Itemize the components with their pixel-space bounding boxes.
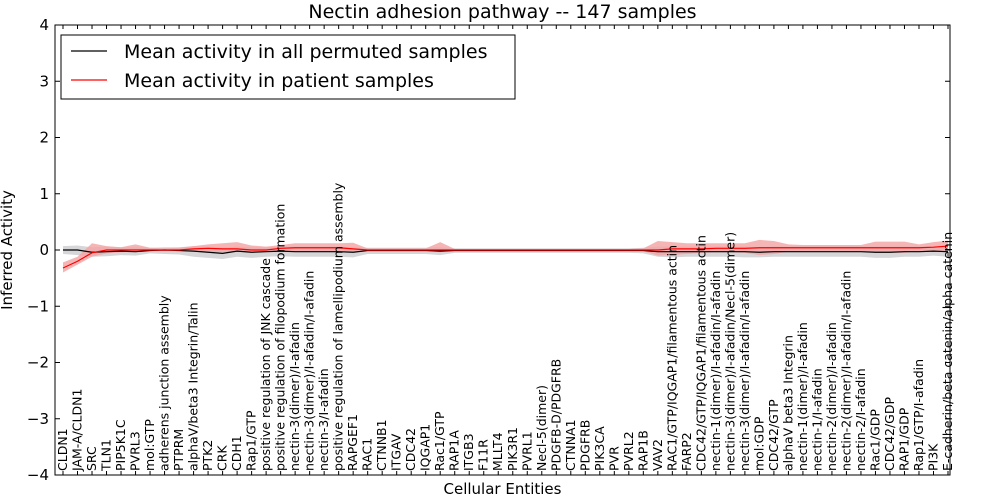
category-label: PTK2 [200, 440, 215, 471]
y-tick-label: 3 [39, 72, 49, 90]
category-label: nectin-3(dimer)/I-afadin/Necl-5(dimer) [722, 232, 737, 471]
y-tick-label: 1 [39, 185, 49, 203]
category-label: VAV2 [650, 439, 665, 471]
y-tick-label: 4 [39, 16, 49, 34]
x-axis-ticks [62, 25, 949, 475]
category-label: CTNNA1 [563, 419, 578, 471]
category-label: positive regulation of JNK cascade [258, 258, 273, 471]
legend-box [60, 34, 516, 100]
category-label: JAM-A/CLDN1 [70, 389, 85, 472]
y-tick-label: −2 [27, 354, 49, 372]
x-axis-label: Cellular Entities [444, 480, 562, 498]
category-label: Rac1/GTP [432, 411, 447, 471]
category-label: RAP1A [447, 430, 462, 471]
category-label: CDC42 [403, 428, 418, 471]
category-label: nectin-3(dimer)/I-afadin [287, 322, 302, 471]
y-axis-label: Inferred Activity [0, 190, 16, 310]
category-label: adherens junction assembly [157, 295, 172, 471]
category-label: nectin-1(dimer)/I-afadin [795, 322, 810, 471]
category-label: F11R [476, 439, 491, 471]
chart-title: Nectin adhesion pathway -- 147 samples [308, 1, 696, 23]
category-label: Rap1/GTP/I-afadin [911, 359, 926, 471]
category-label: RAP1/GDP [896, 407, 911, 471]
category-label: PDGFRB [577, 420, 592, 471]
category-label: RAC1 [360, 438, 375, 471]
category-label: MLLT4 [490, 432, 505, 471]
category-label: nectin-2(dimer)/I-afadin/I-afadin [838, 271, 853, 471]
category-label: nectin-2(dimer)/I-afadin [824, 322, 839, 471]
confidence-bands [63, 239, 948, 273]
category-label: RAC1/GTP/IQGAP1/filamentous actin [664, 245, 679, 471]
y-tick-label: −4 [27, 466, 49, 484]
category-label: alphaV beta3 Integrin [780, 335, 795, 471]
category-label: CRK [215, 445, 230, 471]
category-label: Rap1/GTP [244, 410, 259, 471]
category-label: PVR [606, 446, 621, 471]
category-label: alphaV/beta3 Integrin/Talin [186, 303, 201, 472]
category-label: positive regulation of lamellipodium ass… [331, 182, 346, 471]
category-label: PVRL1 [519, 431, 534, 471]
category-label: E-cadherin/beta catenin/alpha catenin [940, 232, 955, 471]
category-label: PDGFB-D/PDGFRB [548, 359, 563, 471]
category-label: CDH1 [229, 435, 244, 471]
category-label: TLN1 [99, 439, 114, 472]
category-label: PVRL3 [128, 431, 143, 471]
category-label: RAPGEF1 [345, 414, 360, 471]
y-tick-label: −1 [27, 297, 49, 315]
category-label: nectin-3/I-afadin [316, 368, 331, 471]
category-label: SRC [84, 446, 99, 471]
category-label: PIP5K1C [113, 419, 128, 471]
category-label: CTNNB1 [374, 419, 389, 471]
category-label: ITGB3 [461, 433, 476, 471]
category-label: PI3K [925, 443, 940, 471]
category-label: positive regulation of filopodium format… [273, 204, 288, 471]
series-lines [62, 245, 949, 269]
category-label: nectin-2/I-afadin [853, 368, 868, 471]
category-label: PIK3R1 [505, 427, 520, 471]
category-label: ITGAV [389, 433, 404, 471]
y-tick-label: −3 [27, 410, 49, 428]
category-label: PVRL2 [621, 431, 636, 471]
category-label: nectin-3(dimer)/I-afadin/I-afadin [302, 271, 317, 471]
category-label: CDC42/GDP [882, 396, 897, 471]
legend-label-patient: Mean activity in patient samples [124, 70, 434, 92]
category-label: CDC42/GTP/IQGAP1/filamentous actin [693, 235, 708, 471]
category-label: PTPRM [171, 429, 186, 471]
category-label: nectin-1/I-afadin [809, 368, 824, 471]
category-label: nectin-1(dimer)/I-afadin/I-afadin [708, 271, 723, 471]
category-label: RAP1B [635, 430, 650, 471]
category-label: FARP2 [679, 432, 694, 471]
legend-label-permuted: Mean activity in all permuted samples [124, 41, 487, 63]
category-label: CDC42/GTP [766, 399, 781, 471]
series-line-patient [62, 245, 949, 269]
legend: Mean activity in all permuted samples Me… [60, 34, 516, 100]
category-label: Necl-5(dimer) [534, 385, 549, 471]
category-label: mol:GDP [751, 416, 766, 471]
category-label: PIK3CA [592, 426, 607, 471]
y-tick-label: 2 [39, 129, 49, 147]
category-label: nectin-3(dimer)/I-afadin/I-afadin [737, 271, 752, 471]
category-label: IQGAP1 [418, 424, 433, 471]
category-label: CLDN1 [55, 428, 70, 471]
y-axis-ticks: −4 −3 −2 −1 0 1 2 3 4 [27, 16, 950, 484]
y-tick-label: 0 [39, 241, 49, 259]
category-label: Rac1/GDP [867, 409, 882, 471]
category-label: mol:GTP [142, 419, 157, 471]
